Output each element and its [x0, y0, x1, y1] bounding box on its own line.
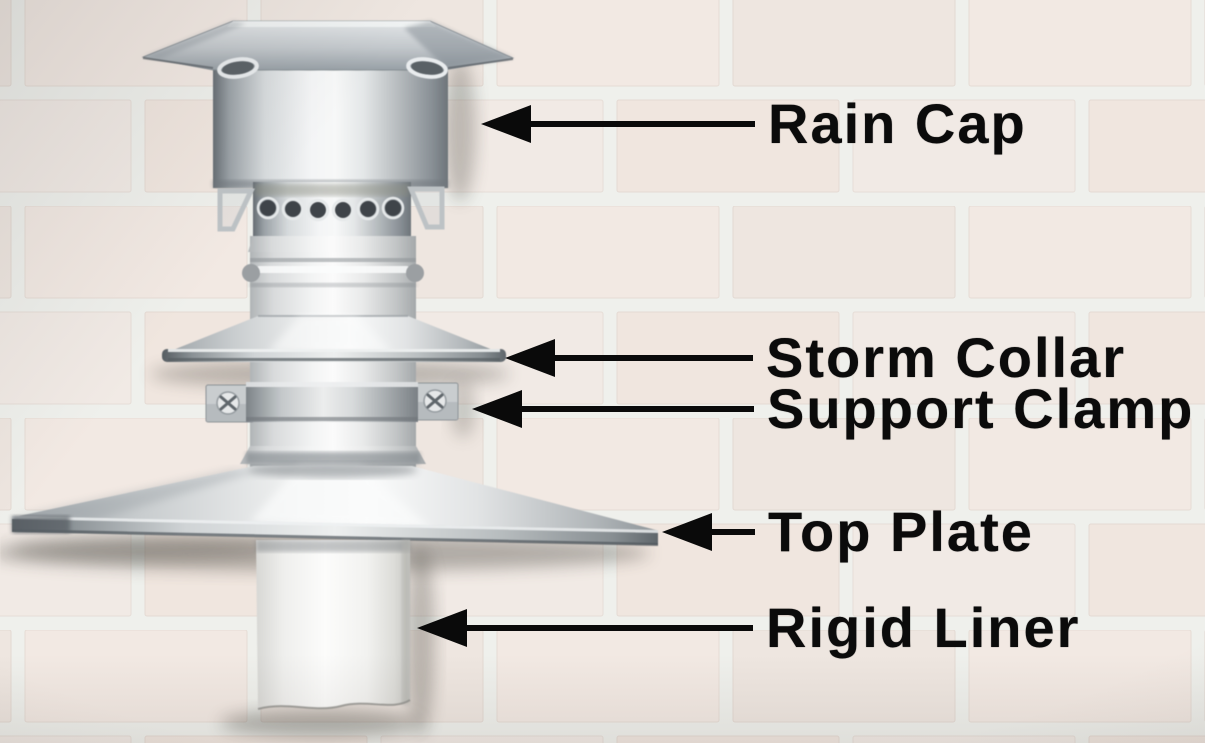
- support-clamp-graphic: [205, 382, 459, 423]
- top-plate-graphic: [12, 462, 658, 546]
- pipe-crimp: [240, 446, 426, 464]
- brim-slot-right: [406, 57, 448, 79]
- brim-slot-left: [217, 57, 259, 79]
- vent-holes: [256, 196, 405, 222]
- assembly-illustration: [0, 20, 658, 736]
- callout-line: [712, 529, 755, 535]
- callout-support-clamp: Support Clamp: [472, 381, 1194, 437]
- callout-line: [531, 121, 755, 127]
- callout-label-support-clamp: Support Clamp: [767, 377, 1195, 440]
- callout-top-plate: Top Plate: [662, 504, 1034, 560]
- wall-shadows: [0, 58, 650, 736]
- callout-line: [467, 625, 753, 631]
- callout-storm-collar: Storm Collar: [505, 330, 1126, 386]
- storm-collar-graphic: [162, 315, 506, 362]
- callout-label-rain-cap: Rain Cap: [768, 92, 1027, 155]
- clamp-screw-right: [423, 389, 447, 413]
- left-arrow-icon: [662, 513, 712, 551]
- clamp-screw-left: [216, 391, 240, 415]
- callout-label-rigid-liner: Rigid Liner: [766, 596, 1081, 659]
- left-arrow-icon: [417, 609, 467, 647]
- rigid-liner-graphic: [256, 540, 411, 710]
- left-arrow-icon: [472, 390, 522, 428]
- callout-label-top-plate: Top Plate: [768, 500, 1034, 563]
- callout-rigid-liner: Rigid Liner: [417, 600, 1080, 656]
- callout-rain-cap: Rain Cap: [481, 96, 1027, 152]
- callout-line: [555, 355, 753, 361]
- callout-label-storm-collar: Storm Collar: [766, 326, 1127, 389]
- rain-cap-graphic: [141, 20, 515, 252]
- left-arrow-icon: [481, 105, 531, 143]
- left-arrow-icon: [505, 339, 555, 377]
- callout-line: [522, 406, 754, 412]
